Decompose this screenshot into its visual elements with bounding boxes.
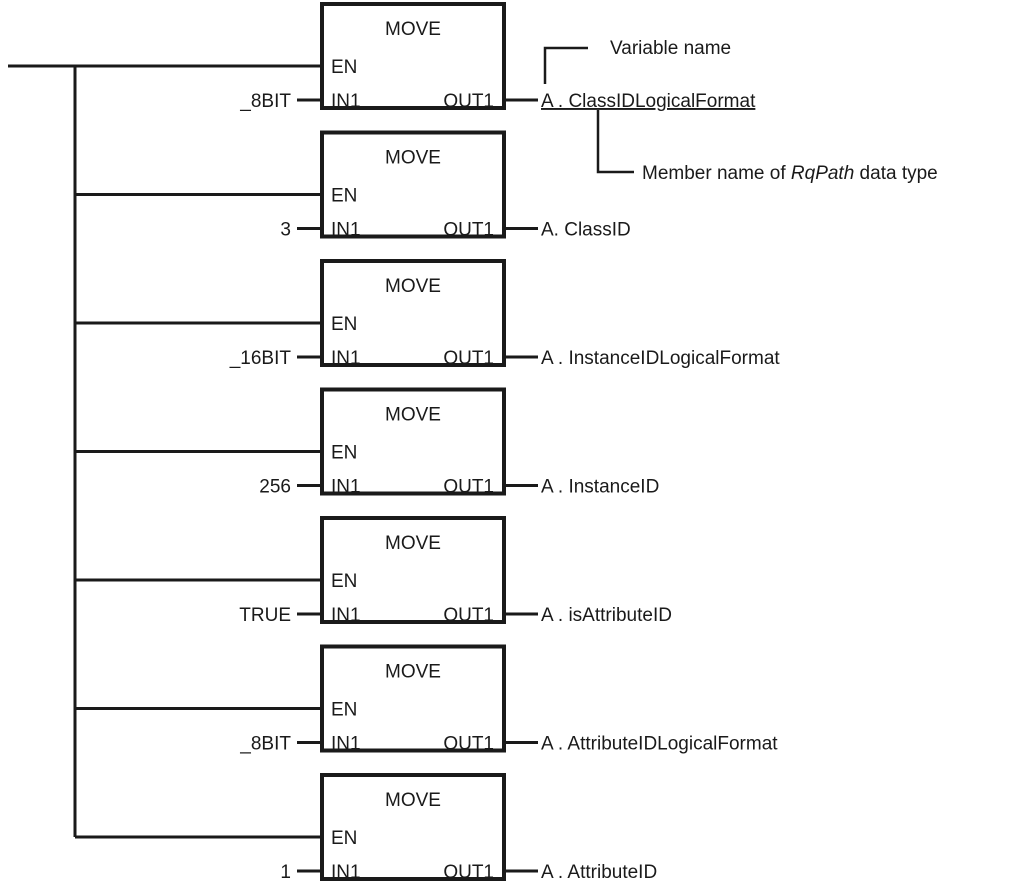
en-pin-label: EN [331,186,357,207]
input-value: 3 [280,220,291,241]
input-value: TRUE [239,605,291,626]
move-block-box [320,773,506,881]
move-block-title: MOVE [385,533,441,554]
move-block-title: MOVE [385,276,441,297]
output-variable: A . InstanceID [541,477,659,498]
input-value: 256 [259,477,291,498]
move-block-box [320,387,506,496]
move-block-box [320,516,506,624]
move-block-box [320,259,506,367]
member-name-type: RqPath [791,163,854,184]
in-pin-label: IN1 [331,862,361,883]
en-pin-label: EN [331,443,357,464]
in-pin-label: IN1 [331,348,361,369]
input-value: _8BIT [239,91,291,112]
move-block-title: MOVE [385,790,441,811]
en-pin-label: EN [331,314,357,335]
move-block: MOVE EN IN1 OUT1 256 A . InstanceID [75,387,659,498]
out-pin-label: OUT1 [443,605,494,626]
move-block-title: MOVE [385,405,441,426]
move-block-box [320,2,506,110]
variable-name-leader [543,46,588,84]
output-variable: A . isAttributeID [541,605,672,626]
move-block-box [320,644,506,753]
out-pin-label: OUT1 [443,734,494,755]
input-value: _16BIT [229,348,292,369]
in-pin-label: IN1 [331,477,361,498]
move-block-title: MOVE [385,148,441,169]
move-block-title: MOVE [385,19,441,40]
variable-name-label: Variable name [610,38,731,59]
en-pin-label: EN [331,700,357,721]
move-block: MOVE EN IN1 OUT1 _16BIT A . InstanceIDLogical… [75,259,780,369]
move-block: MOVE EN IN1 OUT1 3 A. ClassID [75,130,631,241]
out-pin-label: OUT1 [443,477,494,498]
output-variable: A . AttributeIDLogicalFormat [541,734,778,755]
en-pin-label: EN [331,57,357,78]
out-pin-label: OUT1 [443,348,494,369]
input-value: _8BIT [239,734,291,755]
move-block: MOVE EN IN1 OUT1 _8BIT A . ClassIDLogicalForm… [239,2,756,112]
member-name-suffix: data type [854,163,937,184]
callout-member-name: Member name of RqPath data type [596,110,938,184]
in-pin-label: IN1 [331,734,361,755]
en-pin-label: EN [331,828,357,849]
out-pin-label: OUT1 [443,220,494,241]
input-value: 1 [280,862,291,883]
output-variable: A . ClassIDLogicalFormat [541,91,756,112]
member-name-prefix: Member name of [642,163,791,184]
member-name-label: Member name of RqPath data type [642,163,938,184]
output-variable: A. ClassID [541,220,631,241]
move-block: MOVE EN IN1 OUT1 1 A . AttributeID [75,773,657,883]
move-block-box [320,130,506,239]
output-variable: A . InstanceIDLogicalFormat [541,348,780,369]
move-block: MOVE EN IN1 OUT1 TRUE A . isAttributeID [75,516,672,626]
member-name-leader [596,110,634,174]
output-variable: A . AttributeID [541,862,657,883]
in-pin-label: IN1 [331,91,361,112]
en-pin-label: EN [331,571,357,592]
out-pin-label: OUT1 [443,862,494,883]
move-block-title: MOVE [385,662,441,683]
in-pin-label: IN1 [331,220,361,241]
in-pin-label: IN1 [331,605,361,626]
callout-variable-name: Variable name [543,38,731,84]
out-pin-label: OUT1 [443,91,494,112]
move-block: MOVE EN IN1 OUT1 _8BIT A . AttributeIDLogical… [75,644,778,755]
